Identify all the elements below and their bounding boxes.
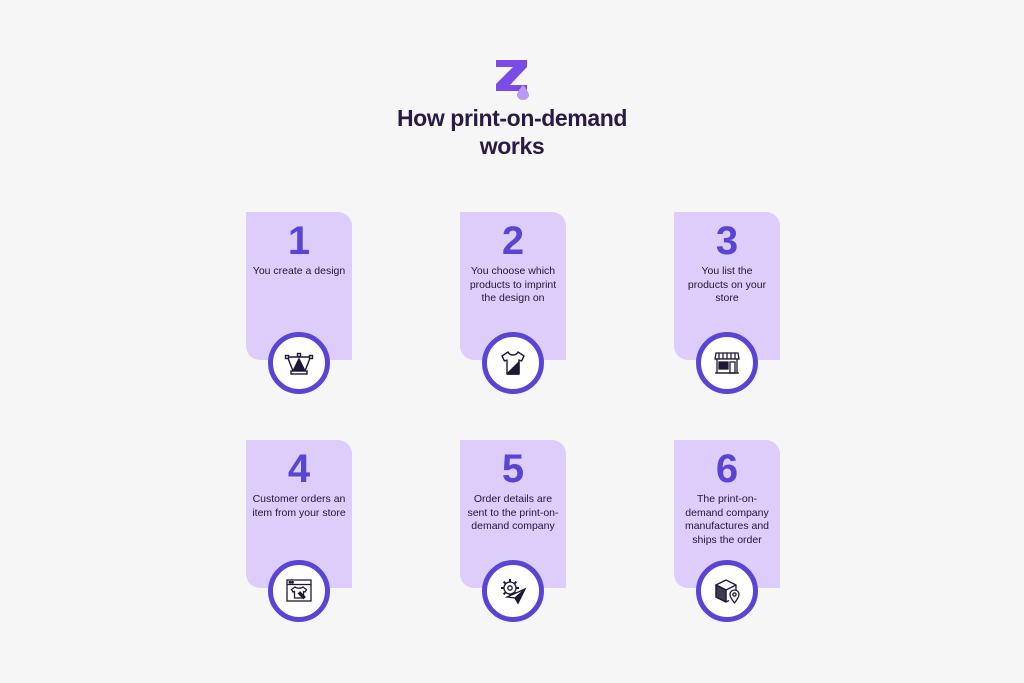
step-5: 5 Order details are sent to the print-on… bbox=[460, 440, 566, 626]
vector-pen-icon bbox=[284, 352, 314, 375]
step-number: 5 bbox=[501, 447, 525, 491]
step-icon-ring bbox=[268, 332, 330, 394]
step-number: 1 bbox=[287, 219, 311, 263]
step-4: 4 Customer orders an item from your stor… bbox=[246, 440, 352, 626]
step-number: 3 bbox=[715, 219, 739, 263]
step-icon-ring bbox=[482, 560, 544, 622]
step-1: 1 You create a design bbox=[246, 212, 352, 398]
gear-send-icon bbox=[501, 579, 527, 605]
step-description: You create a design bbox=[252, 265, 346, 277]
step-description: You list the products on your store bbox=[687, 265, 767, 304]
step-number: 4 bbox=[287, 447, 311, 491]
storefront-icon bbox=[714, 352, 740, 374]
step-icon-ring bbox=[268, 560, 330, 622]
browser-tshirt-icon bbox=[286, 579, 312, 602]
step-description: Customer orders an item from your store bbox=[252, 493, 346, 519]
title-line-2: works bbox=[479, 133, 545, 159]
step-description: You choose which products to imprint the… bbox=[469, 265, 557, 304]
step-icon-ring bbox=[482, 332, 544, 394]
step-3: 3 You list the products on your store bbox=[674, 212, 780, 398]
title-line-1: How print-on-demand bbox=[396, 105, 628, 131]
step-description: Order details are sent to the print-on-d… bbox=[467, 493, 559, 532]
step-6: 6 The print-on-demand company manufactur… bbox=[674, 440, 780, 626]
tshirt-icon bbox=[501, 351, 525, 375]
package-location-icon bbox=[715, 579, 740, 604]
step-number: 2 bbox=[501, 219, 525, 263]
step-icon-ring bbox=[696, 332, 758, 394]
step-description: The print-on-demand company manufactures… bbox=[684, 493, 770, 546]
brand-logo-icon bbox=[496, 60, 529, 100]
step-2: 2 You choose which products to imprint t… bbox=[460, 212, 566, 398]
step-number: 6 bbox=[715, 447, 739, 491]
page-title: How print-on-demand works bbox=[312, 104, 712, 160]
step-icon-ring bbox=[696, 560, 758, 622]
